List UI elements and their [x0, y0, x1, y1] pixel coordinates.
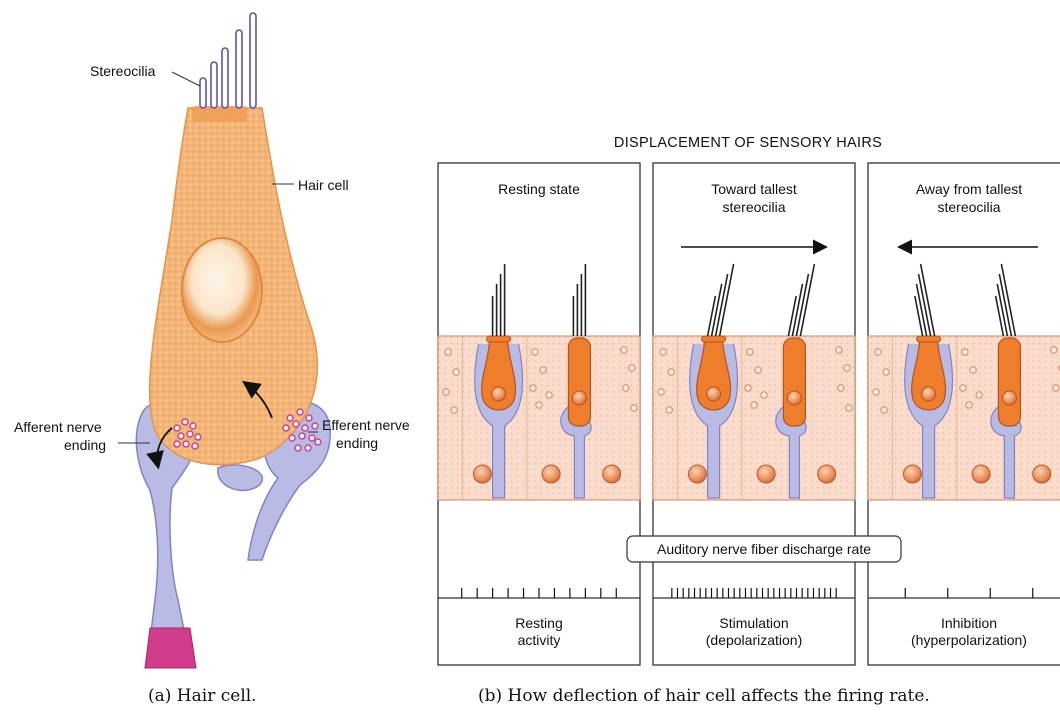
panel-3: Away from tallest stereociliaInhibition(h… — [868, 163, 1060, 665]
activity-label: Stimulation — [719, 615, 788, 631]
tissue-vesicle — [838, 385, 844, 391]
activity-label: activity — [518, 632, 561, 648]
tissue-vesicle — [445, 349, 451, 355]
tissue-vesicle — [1051, 347, 1057, 353]
figure-a-hair-cell: Stereocilia Hair cell Afferent nerve end… — [14, 13, 410, 706]
tissue-vesicle — [755, 367, 761, 373]
tissue-vesicle — [658, 389, 664, 395]
outer-hair-cell — [568, 338, 590, 426]
inner-hair-cell-nucleus — [922, 387, 936, 401]
tissue-vesicle — [761, 392, 767, 398]
hair-cell-label: Hair cell — [298, 177, 349, 193]
stereocilia-label: Stereocilia — [90, 63, 156, 79]
inner-hair-cell-nucleus — [492, 387, 506, 401]
efferent-label-line2: ending — [336, 435, 378, 451]
activity-label: (hyperpolarization) — [911, 632, 1027, 648]
tissue-vesicle — [631, 405, 637, 411]
activity-label: Resting — [515, 615, 562, 631]
tissue-vesicle — [540, 367, 546, 373]
supporting-cell-nucleus — [972, 465, 990, 483]
tissue-vesicle — [960, 385, 966, 391]
supporting-cell-nucleus — [1033, 465, 1051, 483]
tissue-vesicle — [881, 407, 887, 413]
outer-hair-cell-nucleus — [787, 391, 801, 405]
afferent-label-line1: Afferent nerve — [14, 419, 102, 435]
tissue-vesicle — [844, 365, 850, 371]
supporting-cell-nucleus — [757, 465, 775, 483]
tissue-vesicle — [751, 402, 757, 408]
tissue-vesicle — [970, 367, 976, 373]
tissue-vesicle — [846, 405, 852, 411]
myelin-segment — [145, 628, 196, 668]
outer-hair-cell-nucleus — [1002, 391, 1016, 405]
tissue-vesicle — [530, 385, 536, 391]
tissue-vesicle — [621, 347, 627, 353]
inner-cuticular-plate — [487, 336, 511, 342]
efferent-nerve-fragment — [218, 465, 263, 490]
supporting-cell-nucleus — [473, 465, 491, 483]
tissue-vesicle — [623, 385, 629, 391]
panel-heading: Toward tallest — [711, 181, 797, 197]
tissue-vesicle — [532, 349, 538, 355]
tissue-vesicle — [453, 369, 459, 375]
figure-b-title: DISPLACEMENT OF SENSORY HAIRS — [614, 135, 882, 151]
nucleus — [182, 238, 262, 342]
outer-hair-cell — [783, 338, 805, 426]
tissue-vesicle — [745, 385, 751, 391]
tissue-vesicle — [836, 347, 842, 353]
panel-heading: stereocilia — [722, 199, 785, 215]
inner-cuticular-plate — [702, 336, 726, 342]
tissue-vesicle — [536, 402, 542, 408]
tissue-vesicle — [546, 392, 552, 398]
figure-b-displacement: DISPLACEMENT OF SENSORY HAIRS Resting st… — [438, 135, 1060, 706]
tissue-vesicle — [443, 389, 449, 395]
supporting-cell-nucleus — [603, 465, 621, 483]
supporting-cell-nucleus — [542, 465, 560, 483]
tissue-band — [868, 336, 1060, 500]
afferent-label-line2: ending — [64, 437, 106, 453]
tissue-vesicle — [976, 392, 982, 398]
stereocilia-bundle — [200, 13, 256, 108]
panel-2: Toward tallest stereociliaStimulation(dep… — [653, 163, 855, 665]
tissue-vesicle — [666, 407, 672, 413]
panel-heading: Resting state — [498, 181, 580, 197]
stereocilia-leader — [172, 72, 200, 86]
tissue-vesicle — [451, 407, 457, 413]
tissue-vesicle — [883, 369, 889, 375]
tissue-vesicle — [1053, 385, 1059, 391]
efferent-label-line1: Efferent nerve — [322, 417, 410, 433]
supporting-cell-nucleus — [818, 465, 836, 483]
tissue-vesicle — [966, 402, 972, 408]
inner-cuticular-plate — [917, 336, 941, 342]
panel-heading: stereocilia — [937, 199, 1000, 215]
outer-hair-cell — [998, 338, 1020, 426]
rate-label: Auditory nerve fiber discharge rate — [657, 541, 871, 557]
tissue-vesicle — [873, 389, 879, 395]
outer-hair-cell-nucleus — [572, 391, 586, 405]
caption-a: (a) Hair cell. — [148, 686, 257, 706]
supporting-cell-nucleus — [903, 465, 921, 483]
tissue-vesicle — [629, 365, 635, 371]
tissue-vesicle — [747, 349, 753, 355]
supporting-cell-nucleus — [688, 465, 706, 483]
panel-heading: Away from tallest — [916, 181, 1022, 197]
tissue-vesicle — [668, 369, 674, 375]
tissue-vesicle — [875, 349, 881, 355]
tissue-vesicle — [962, 349, 968, 355]
tissue-vesicle — [660, 349, 666, 355]
activity-label: (depolarization) — [706, 632, 803, 648]
activity-label: Inhibition — [941, 615, 997, 631]
caption-b: (b) How deflection of hair cell affects … — [478, 686, 930, 706]
inner-hair-cell-nucleus — [707, 387, 721, 401]
